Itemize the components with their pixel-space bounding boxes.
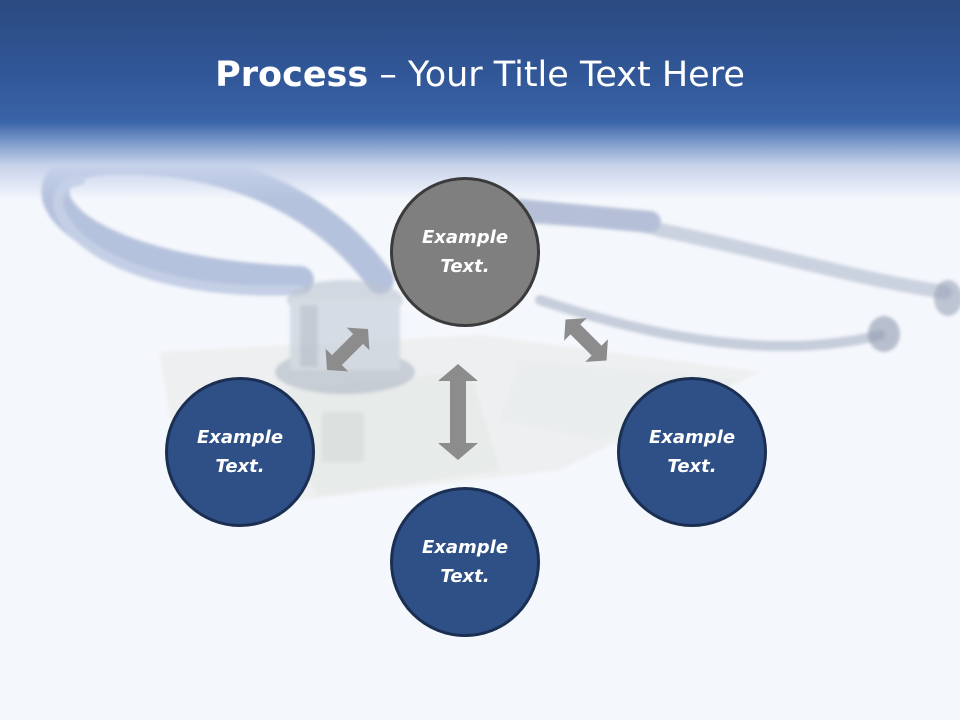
node-right[interactable]: Example Text. [617, 377, 767, 527]
node-top-label: Example Text. [421, 227, 509, 277]
node-right-label: Example Text. [648, 427, 736, 477]
node-bottom-label: Example Text. [421, 537, 509, 587]
slide-title: Process – Your Title Text Here [0, 52, 960, 98]
slide-title-bold: Process [215, 55, 369, 95]
slide-title-rest: – Your Title Text Here [368, 55, 745, 95]
double-arrow-top-right [564, 318, 608, 362]
double-arrow-top-bottom [438, 364, 478, 460]
node-top[interactable]: Example Text. [390, 177, 540, 327]
node-bottom[interactable]: Example Text. [390, 487, 540, 637]
double-arrow-top-left [325, 327, 370, 372]
title-bar [0, 0, 960, 200]
node-left[interactable]: Example Text. [165, 377, 315, 527]
node-left-label: Example Text. [196, 427, 284, 477]
